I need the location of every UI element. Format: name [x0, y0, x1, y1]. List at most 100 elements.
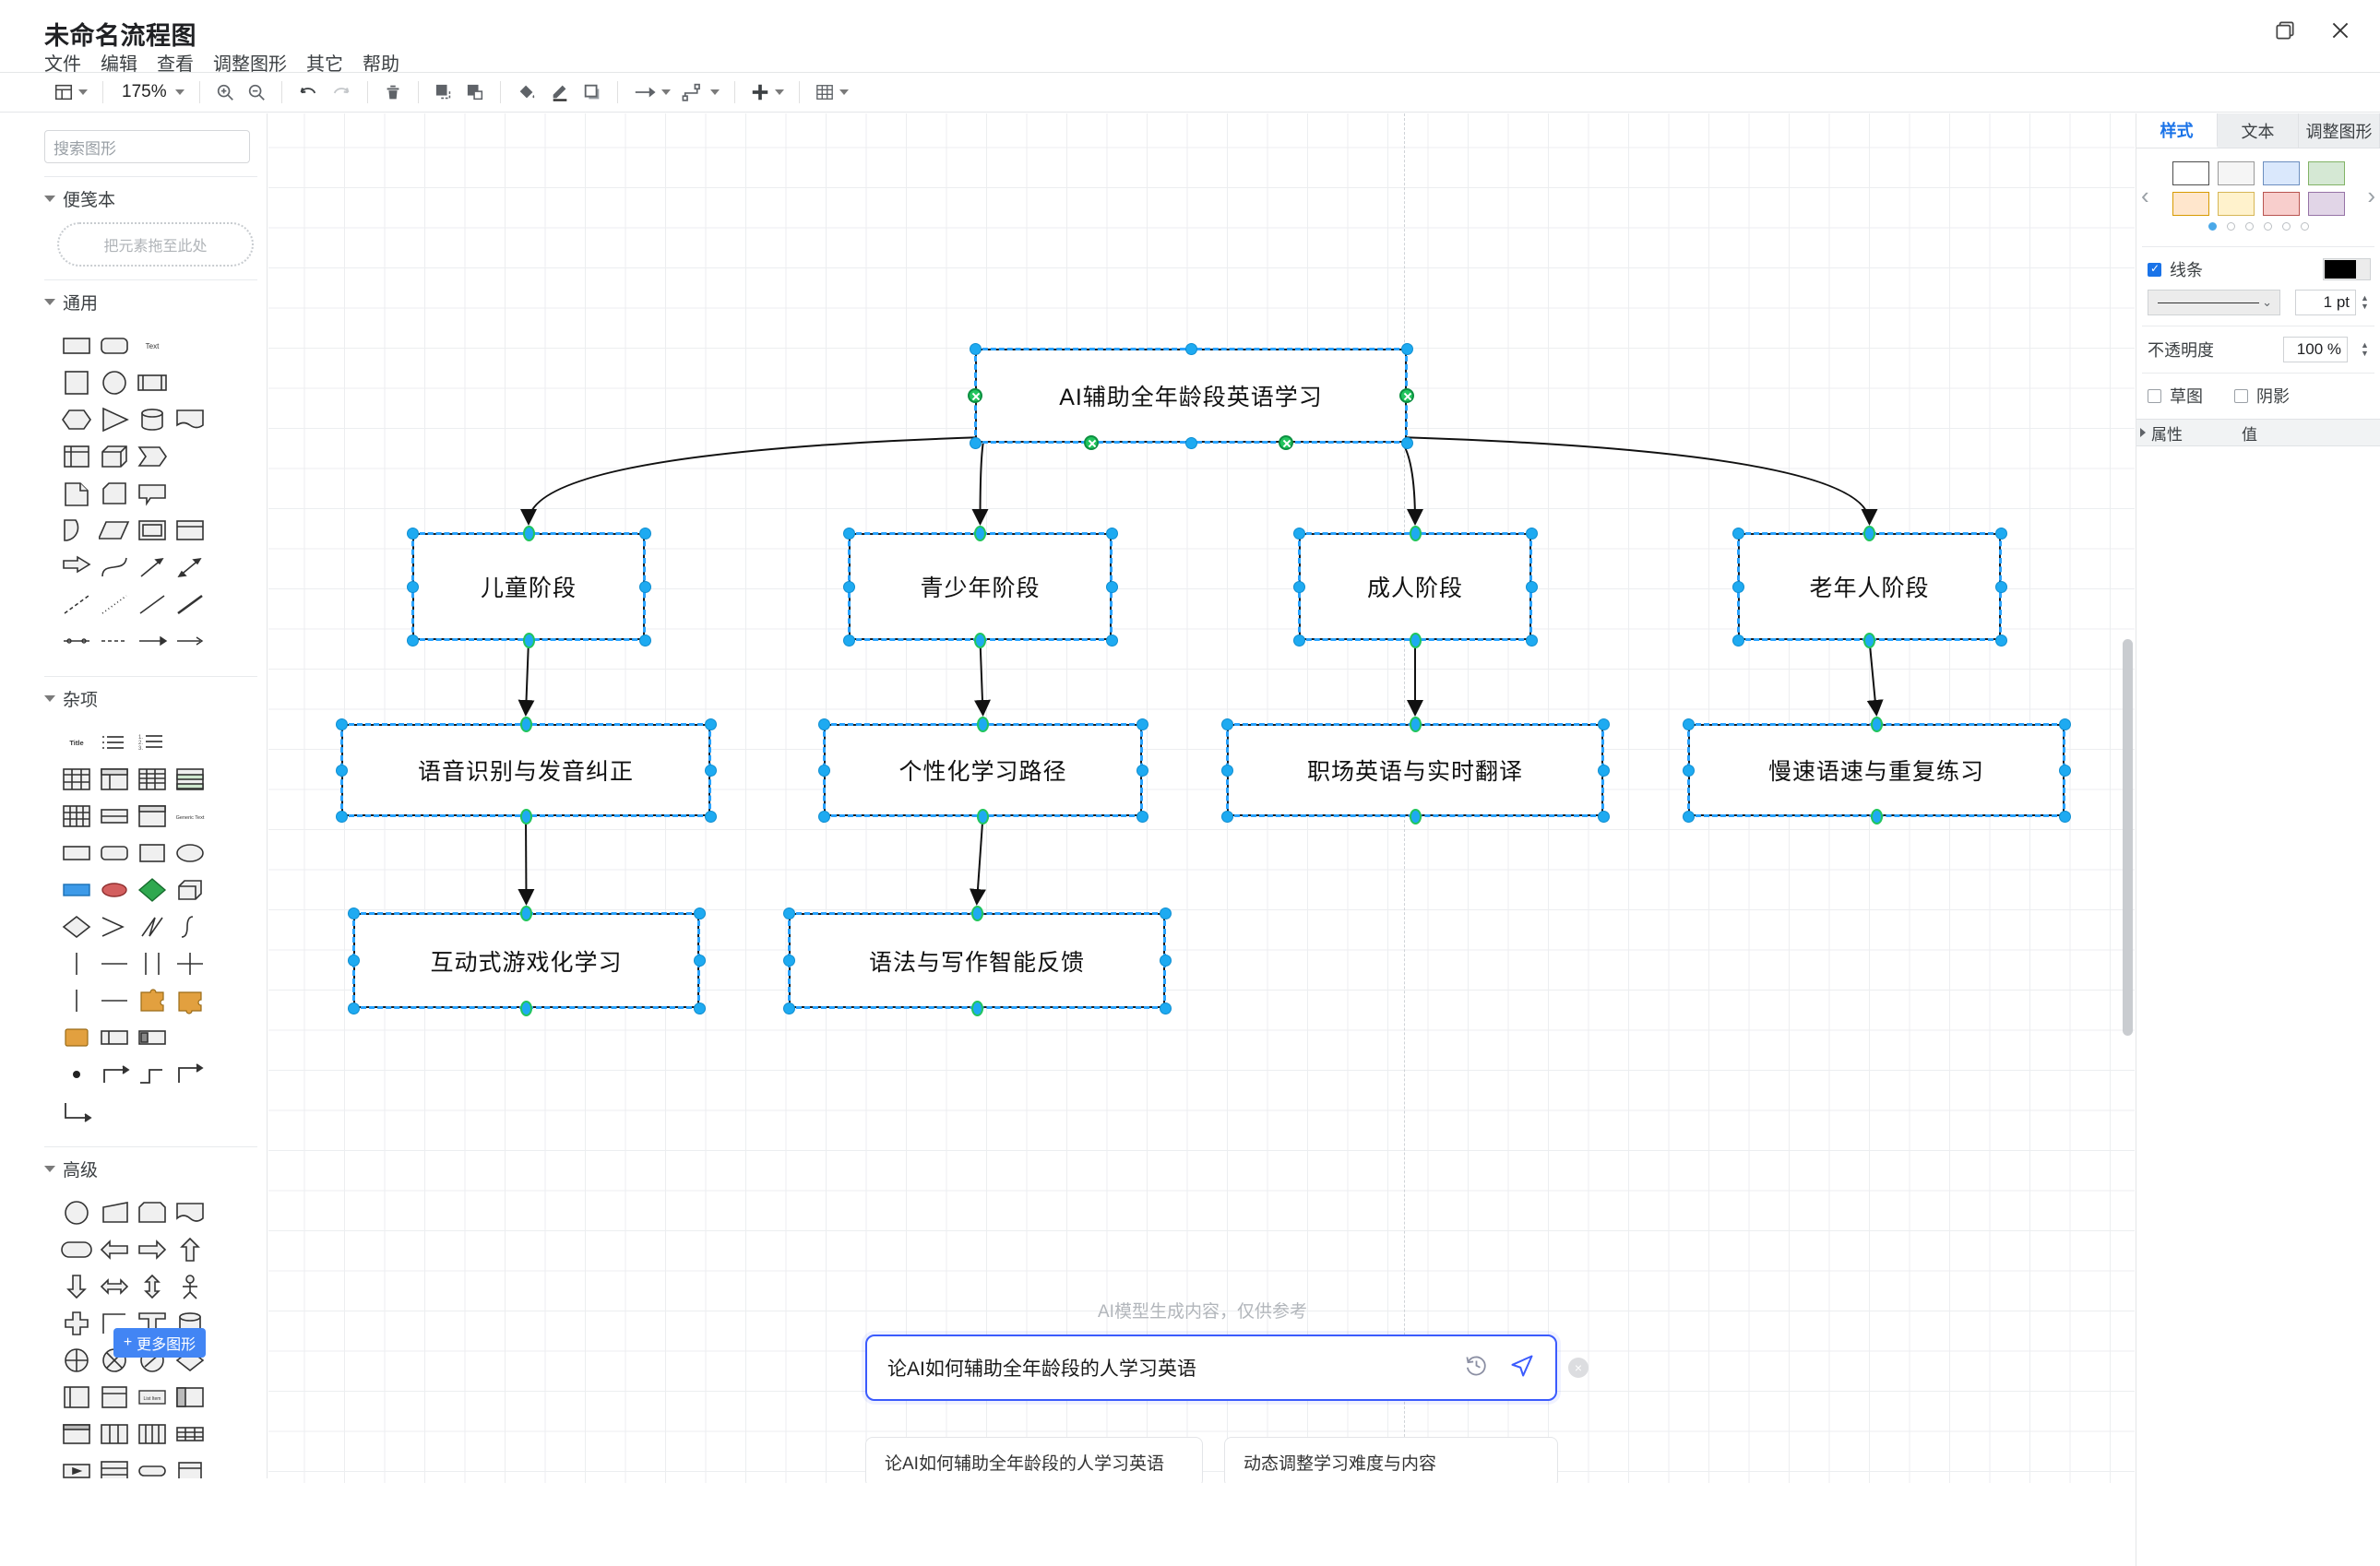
connection-point[interactable] [1409, 525, 1422, 541]
style-swatch[interactable] [2307, 161, 2345, 185]
process-shape[interactable] [133, 364, 171, 401]
quarter-circle-shape[interactable] [57, 512, 95, 549]
resize-handle[interactable] [817, 764, 830, 777]
numbered-list-shape[interactable]: 1.2.3. [133, 724, 171, 761]
red-ellipse-shape[interactable] [95, 872, 133, 908]
connection-point[interactable] [974, 525, 986, 541]
connection-point[interactable] [970, 905, 983, 921]
resize-handle[interactable] [1597, 718, 1610, 730]
diagram-node[interactable]: 互动式游戏化学习 [352, 912, 700, 1009]
resize-handle[interactable] [1220, 718, 1233, 730]
connection-point[interactable] [968, 388, 982, 403]
label-shape[interactable] [95, 1019, 133, 1056]
style-swatch[interactable] [2262, 161, 2300, 185]
opacity-stepper[interactable]: ▲▼ [2361, 340, 2369, 358]
grid-shape[interactable] [57, 798, 95, 835]
opacity-input[interactable]: 100 % [2283, 337, 2348, 362]
diagram-node[interactable]: 慢速语速与重复练习 [1687, 723, 2065, 817]
resize-handle[interactable] [406, 634, 419, 647]
resize-handle[interactable] [406, 527, 419, 540]
tab-text[interactable]: 文本 [2218, 113, 2299, 148]
resize-handle[interactable] [782, 1002, 795, 1014]
more-shapes-button[interactable]: + 更多图形 [113, 1328, 206, 1358]
connection-point[interactable] [977, 808, 989, 825]
right-arrow-shape[interactable] [133, 1231, 171, 1268]
page-shape[interactable] [95, 1379, 133, 1416]
dotted-line[interactable] [95, 586, 133, 623]
resize-handle[interactable] [1731, 634, 1744, 647]
resize-handle[interactable] [1994, 527, 2007, 540]
bullet-list-shape[interactable] [95, 724, 133, 761]
divider-shape[interactable] [95, 982, 133, 1019]
connection-point[interactable] [1409, 808, 1422, 825]
table-dense-shape[interactable] [133, 761, 171, 798]
arrow-connector[interactable] [133, 623, 171, 659]
thick-line[interactable] [171, 586, 208, 623]
resize-handle[interactable] [335, 810, 348, 823]
undo-icon[interactable] [292, 77, 325, 108]
ai-prompt-input[interactable]: 论AI如何辅助全年龄段的人学习英语 [865, 1335, 1557, 1401]
connection-point[interactable] [1870, 808, 1883, 825]
swatch-page-dot[interactable] [2244, 222, 2254, 231]
style-swatch[interactable] [2217, 192, 2255, 216]
diagram-node[interactable]: 语音识别与发音纠正 [340, 723, 711, 817]
frame-shape[interactable] [171, 512, 208, 549]
u-connector[interactable] [57, 1093, 95, 1130]
list-item-shape[interactable]: Generic Text [171, 798, 208, 835]
menu-view[interactable]: 查看 [157, 54, 194, 75]
send-paper-plane-icon[interactable] [1509, 1353, 1535, 1383]
resize-handle[interactable] [1136, 718, 1148, 730]
text-shape[interactable]: Text [133, 327, 171, 364]
link-line[interactable] [57, 623, 95, 659]
callout-shape[interactable] [133, 475, 171, 512]
connection-point[interactable] [520, 1000, 532, 1016]
resize-handle[interactable] [347, 907, 360, 919]
ellipse-shape[interactable] [171, 835, 208, 872]
connector-edge[interactable] [971, 436, 989, 526]
connection-point[interactable] [977, 716, 989, 732]
trash-icon[interactable] [377, 77, 409, 108]
arrow-style-icon[interactable] [627, 77, 676, 108]
section-header-scratchpad[interactable]: 便笺本 [0, 177, 267, 219]
zoom-out-icon[interactable] [241, 77, 272, 108]
h-double-arrow-shape[interactable] [95, 1268, 133, 1305]
resize-handle[interactable] [1525, 580, 1538, 593]
diagram-node[interactable]: 语法与写作智能反馈 [788, 912, 1166, 1009]
puzzle2-shape[interactable] [171, 982, 208, 1019]
resize-handle[interactable] [1105, 580, 1118, 593]
double-arrow-line[interactable] [171, 549, 208, 586]
plus-icon[interactable] [744, 77, 790, 108]
resize-handle[interactable] [969, 436, 982, 449]
table-grid-shape[interactable] [57, 761, 95, 798]
resize-handle[interactable] [347, 1002, 360, 1014]
tag-shape[interactable] [133, 1019, 171, 1056]
table-title-shape[interactable] [95, 761, 133, 798]
swatch-page-dot[interactable] [2207, 222, 2217, 231]
menu-arrange[interactable]: 调整图形 [213, 54, 287, 75]
scratchpad-dropzone[interactable]: 把元素拖至此处 [57, 222, 254, 267]
plain-line[interactable] [133, 586, 171, 623]
document-shape[interactable] [171, 401, 208, 438]
connector-edge[interactable] [1397, 436, 1878, 526]
style-swatch[interactable] [2217, 161, 2255, 185]
send-to-back-icon[interactable] [459, 77, 491, 108]
chevron-left-icon[interactable]: ‹ [2141, 182, 2149, 209]
diagram-node[interactable]: 青少年阶段 [848, 532, 1113, 641]
connection-point[interactable] [1278, 435, 1293, 450]
elbow-connector[interactable] [171, 1056, 208, 1093]
corner-connector[interactable] [95, 1056, 133, 1093]
v-double-arrow-shape[interactable] [133, 1268, 171, 1305]
resize-handle[interactable] [638, 527, 651, 540]
diagram-node[interactable]: 个性化学习路径 [823, 723, 1143, 817]
tab-style[interactable]: 样式 [2136, 113, 2218, 148]
doc-shape[interactable] [57, 1379, 95, 1416]
resize-handle[interactable] [1159, 955, 1172, 967]
resize-handle[interactable] [1994, 580, 2007, 593]
connection-point[interactable] [1084, 435, 1100, 450]
double-bar-shape[interactable] [171, 945, 208, 982]
connection-point[interactable] [970, 1000, 983, 1016]
resize-handle[interactable] [1136, 764, 1148, 777]
down-arrow-shape[interactable] [57, 1268, 95, 1305]
resize-handle[interactable] [2058, 764, 2071, 777]
style-swatch[interactable] [2307, 192, 2345, 216]
